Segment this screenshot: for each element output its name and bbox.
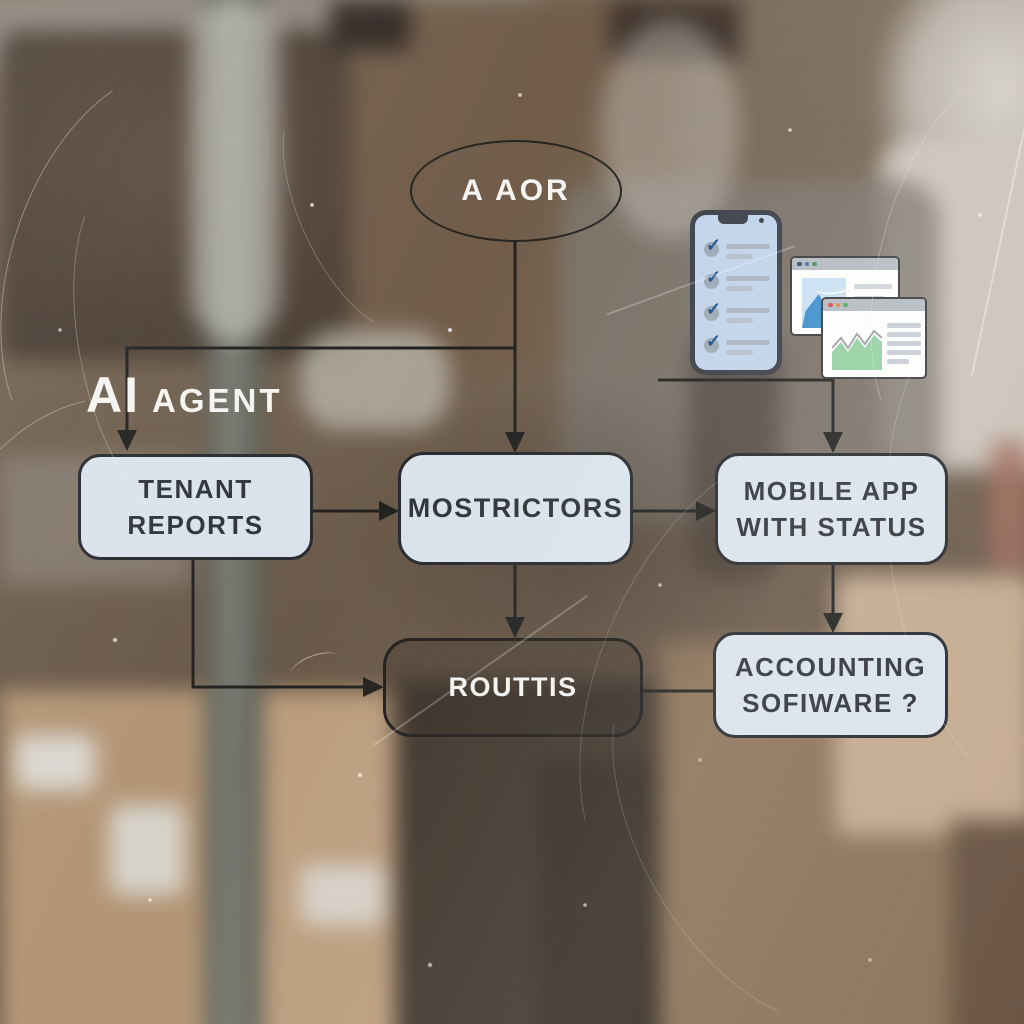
checkmark-icon: ✓ bbox=[704, 331, 722, 353]
arrowhead bbox=[823, 432, 843, 453]
node-label: ACCOUNTING SOFIWARE ? bbox=[734, 651, 927, 718]
node-label: ROUTTIS bbox=[448, 671, 578, 702]
node-label: MOSTRICTORS bbox=[407, 492, 624, 523]
arrowhead bbox=[696, 501, 716, 521]
phone-notch bbox=[718, 215, 748, 224]
phone-checklist-icon: ✓ ✓ ✓ ✓ bbox=[690, 210, 782, 375]
checkmark-icon: ✓ bbox=[704, 235, 722, 257]
text-line bbox=[854, 284, 892, 289]
arrowhead bbox=[117, 430, 137, 451]
phone-camera-dot bbox=[759, 218, 764, 223]
browser-window-chart-icon bbox=[821, 297, 927, 379]
node-label: TENANT REPORTS bbox=[127, 473, 264, 540]
window-dot-orange bbox=[835, 302, 840, 308]
area-chart-svg bbox=[831, 329, 883, 370]
window-dot-green bbox=[843, 302, 848, 308]
edge-tenant-to-routtis bbox=[191, 560, 366, 689]
checklist-item: ✓ bbox=[704, 267, 770, 291]
ai-agent-label: AI AGENT bbox=[86, 366, 283, 424]
arrowhead bbox=[363, 677, 384, 697]
node-accounting-software: ACCOUNTING SOFIWARE ? bbox=[713, 632, 948, 738]
arrowhead bbox=[505, 432, 525, 453]
window-dot bbox=[797, 261, 802, 267]
edge-icons-to-mobile bbox=[658, 378, 835, 435]
text-line bbox=[887, 359, 909, 364]
text-line bbox=[887, 323, 921, 328]
checklist-item: ✓ bbox=[704, 235, 770, 259]
text-line-bars bbox=[726, 306, 770, 323]
area-chart-icon bbox=[831, 318, 883, 370]
arrowhead bbox=[505, 617, 525, 638]
node-tenant-reports: TENANT REPORTS bbox=[78, 454, 313, 560]
start-node-label: A AOR bbox=[461, 174, 571, 207]
window-dot bbox=[804, 261, 809, 267]
arrowhead bbox=[379, 501, 399, 521]
text-line bbox=[887, 332, 921, 337]
checkmark-icon: ✓ bbox=[704, 299, 722, 321]
window-dot-red bbox=[828, 302, 833, 308]
text-line bbox=[887, 350, 921, 355]
text-line-bars bbox=[726, 338, 770, 355]
browser-title-bar bbox=[823, 299, 925, 311]
checklist-item: ✓ bbox=[704, 331, 770, 355]
ai-agent-suffix: AGENT bbox=[152, 382, 283, 419]
text-line-bars bbox=[726, 242, 770, 259]
browser-title-bar bbox=[792, 258, 898, 270]
node-mostrictors: MOSTRICTORS bbox=[398, 452, 633, 565]
node-label: MOBILE APP WITH STATUS bbox=[736, 475, 927, 542]
checklist-item: ✓ bbox=[704, 299, 770, 323]
text-line-bars bbox=[726, 274, 770, 291]
start-node-ellipse: A AOR bbox=[410, 140, 622, 242]
node-mobile-app: MOBILE APP WITH STATUS bbox=[715, 453, 948, 565]
window-dot bbox=[812, 261, 817, 267]
node-routtis: ROUTTIS bbox=[383, 638, 643, 737]
ai-agent-prefix: AI bbox=[86, 367, 140, 423]
checkmark-icon: ✓ bbox=[704, 267, 722, 289]
arrowhead bbox=[823, 613, 843, 633]
text-line bbox=[887, 341, 921, 346]
